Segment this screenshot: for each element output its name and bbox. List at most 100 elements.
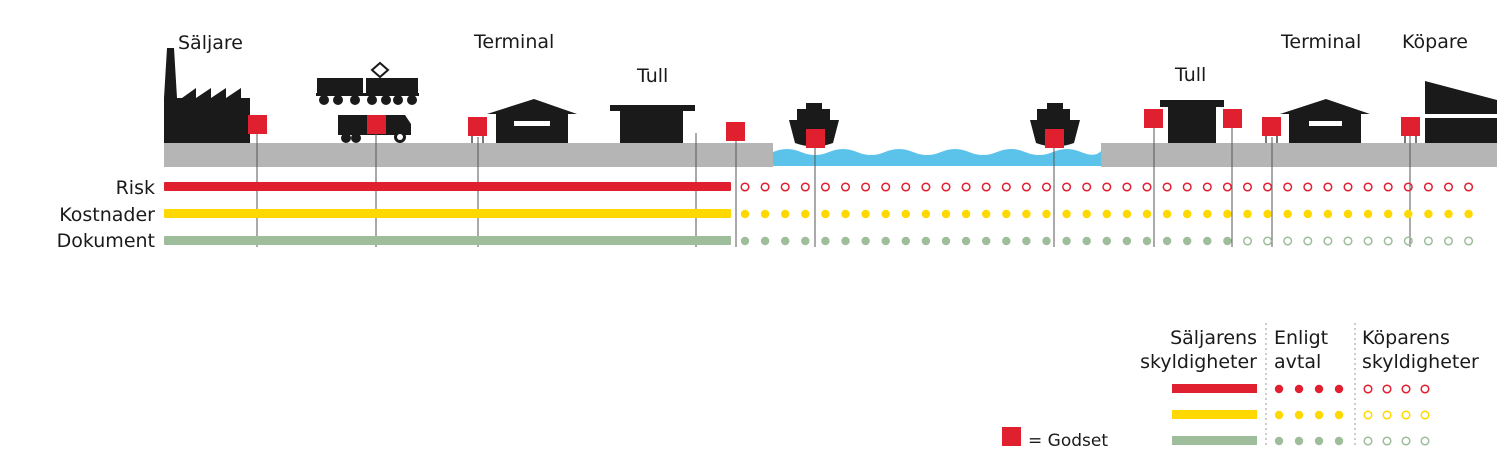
cost-dot [1102, 209, 1112, 219]
document-dot [841, 236, 850, 246]
risk-dot [1001, 182, 1011, 192]
risk-dot [1343, 182, 1353, 192]
legend-dot-open [1363, 384, 1373, 394]
risk-dot [1021, 182, 1031, 192]
document-dot [1343, 236, 1353, 246]
document-dot [1002, 236, 1011, 246]
legend-dot-filled [1334, 410, 1344, 420]
goods-box-icon [1262, 117, 1281, 136]
risk-bar [164, 182, 731, 191]
document-dot [921, 236, 931, 246]
risk-dot [1041, 182, 1052, 192]
cost-dot [841, 209, 850, 219]
document-dot [982, 236, 991, 246]
legend-dot-filled [1274, 410, 1284, 420]
cost-dot [1283, 209, 1292, 219]
goods-box-icon [1045, 129, 1064, 148]
document-dot [901, 236, 910, 246]
document-dot [1162, 236, 1172, 246]
document-dot [1242, 236, 1253, 246]
risk-dot [861, 182, 871, 192]
cost-dot [1162, 209, 1172, 219]
risk-dot [1383, 182, 1393, 192]
document-dot [1423, 236, 1433, 246]
legend-dot-open [1382, 384, 1392, 394]
document-dot [740, 236, 750, 246]
legend: Säljarens skyldigheter Enligt avtal Köpa… [1002, 323, 1479, 450]
risk-dot [981, 182, 991, 192]
goods-box-icon [806, 129, 825, 148]
goods-box-icon [1002, 427, 1021, 446]
document-dot [861, 236, 870, 246]
legend-dot-open [1363, 436, 1373, 446]
risk-dot [1082, 182, 1092, 192]
risk-dot [1443, 182, 1454, 192]
legend-dot-open [1401, 384, 1411, 394]
risk-dot [760, 182, 770, 192]
cost-dot [1404, 209, 1413, 219]
risk-dot [780, 182, 790, 192]
legend-agreed-line1: Enligt [1274, 327, 1328, 349]
document-dot [1122, 236, 1132, 246]
risk-dot [1222, 182, 1232, 192]
goods-legs [471, 136, 1417, 143]
document-dot [1042, 236, 1051, 246]
goods-box-icon [1144, 109, 1163, 128]
cost-dot [821, 209, 830, 219]
cost-dot [1303, 209, 1313, 219]
risk-dot [1303, 182, 1313, 192]
risk-dot [1182, 182, 1192, 192]
cost-dot [781, 209, 790, 219]
document-dot [801, 236, 810, 246]
goods-markers [248, 109, 1420, 148]
cost-dot [801, 209, 810, 219]
document-dot [1082, 236, 1091, 246]
buyer-building-icon [1425, 81, 1497, 143]
cost-dot [760, 209, 770, 219]
legend-dot-filled [1274, 384, 1284, 394]
goods-box-icon [248, 115, 267, 134]
risk-dot [840, 182, 851, 192]
water [773, 149, 1101, 166]
legend-documents-bar [1172, 436, 1257, 445]
risk-dot [1283, 182, 1293, 192]
cost-dot [1243, 209, 1252, 219]
risk-dot [1102, 182, 1112, 192]
risk-dot [921, 182, 931, 192]
document-dot [1203, 236, 1212, 246]
document-dot [1022, 236, 1031, 246]
document-dot [1263, 236, 1273, 246]
cost-dot [901, 209, 910, 219]
goods-box-icon [726, 122, 745, 141]
risk-dot [961, 182, 971, 192]
legend-dot-filled [1314, 410, 1324, 420]
legend-seller-line2: skyldigheter [1140, 351, 1257, 373]
risk-dot [1062, 182, 1072, 192]
cost-dot [1042, 209, 1051, 219]
legend-dot-filled [1334, 436, 1344, 446]
cost-dot [740, 209, 750, 219]
document-dot [1062, 236, 1071, 246]
legend-dot-open [1420, 436, 1430, 446]
cost-dot [941, 209, 951, 219]
ground-right [1101, 143, 1497, 167]
legend-dot-open [1420, 384, 1430, 394]
legend-dot-filled [1334, 384, 1344, 394]
documents-bar [164, 236, 731, 245]
cost-dot [1323, 209, 1333, 219]
document-dot [821, 236, 830, 246]
risk-dot [1403, 182, 1413, 192]
document-dot [1443, 236, 1454, 246]
cost-dot [1384, 209, 1393, 219]
legend-goods-label: = Godset [1028, 431, 1108, 450]
document-dots [740, 236, 1474, 246]
cost-dot [921, 209, 931, 219]
label-customs-right: Tull [1174, 64, 1206, 86]
risk-dot [901, 182, 911, 192]
legend-dot-filled [1314, 384, 1324, 394]
document-dot [1223, 236, 1232, 246]
document-dot [1383, 236, 1393, 246]
label-seller: Säljare [178, 32, 243, 54]
cost-dot [1183, 209, 1192, 219]
